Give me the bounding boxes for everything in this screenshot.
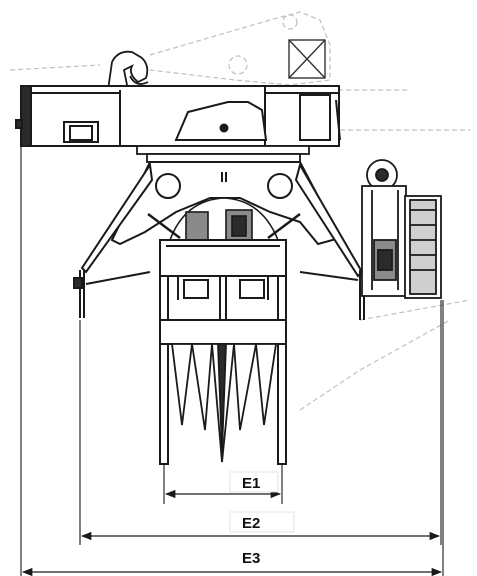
lattice-box (288, 39, 326, 79)
lower-frame (73, 161, 365, 320)
central-mechanism (147, 197, 301, 241)
grab-tines (170, 343, 278, 463)
dimension-label-e1: E1 (242, 475, 260, 492)
dimension-label-e3: E3 (242, 550, 260, 567)
extension-lines (20, 146, 444, 576)
turntable (136, 145, 310, 163)
dimension-label-e2: E2 (242, 515, 260, 532)
grab-frame (159, 239, 287, 465)
main-housing (15, 85, 341, 147)
dimension-lines (21, 489, 443, 576)
ghost-arm (9, 11, 471, 411)
rotator-motor (361, 159, 442, 299)
